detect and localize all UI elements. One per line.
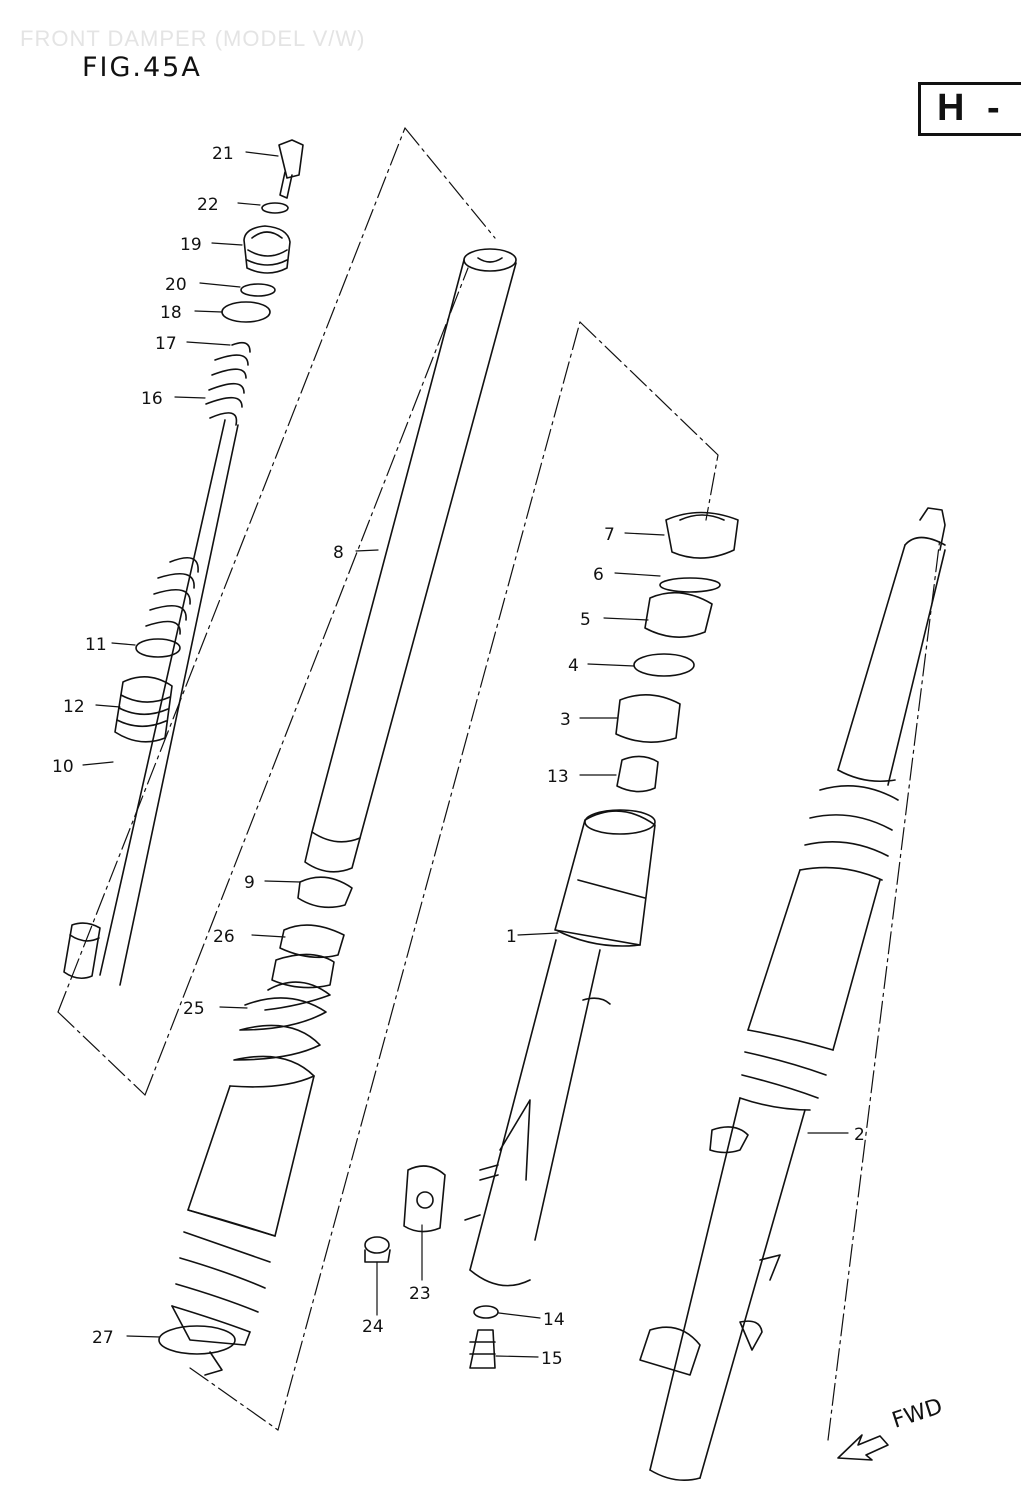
callout-4: 4 (568, 656, 579, 676)
callout-15: 15 (541, 1349, 563, 1369)
callout-27: 27 (92, 1328, 114, 1348)
callout-19: 19 (180, 235, 202, 255)
callout-12: 12 (63, 697, 85, 717)
callout-16: 16 (141, 389, 163, 409)
complete-fork-leg (639, 507, 946, 1481)
damper-rod-assembly (63, 139, 304, 986)
assembly-boundary-lines (57, 127, 941, 1441)
callout-13: 13 (547, 767, 569, 787)
callout-5: 5 (580, 610, 591, 630)
callout-9: 9 (244, 873, 255, 893)
callout-3: 3 (560, 710, 571, 730)
callout-labels: 21 22 19 20 18 17 16 11 12 10 8 9 26 25 … (52, 144, 865, 1369)
callout-10: 10 (52, 757, 74, 777)
callout-24: 24 (362, 1317, 384, 1337)
forward-arrow-icon (837, 1434, 889, 1461)
callout-2: 2 (854, 1125, 865, 1145)
forward-direction-label: FWD (889, 1394, 946, 1434)
callout-26: 26 (213, 927, 235, 947)
inner-tube-assembly (158, 248, 517, 1376)
callout-22: 22 (197, 195, 219, 215)
section-badge: H - (918, 82, 1021, 136)
callout-18: 18 (160, 303, 182, 323)
callout-7: 7 (604, 525, 615, 545)
callout-23: 23 (409, 1284, 431, 1304)
callout-25: 25 (183, 999, 205, 1019)
callout-8: 8 (333, 543, 344, 563)
figure-title: FIG.45A (82, 52, 202, 83)
callout-6: 6 (593, 565, 604, 585)
callout-20: 20 (165, 275, 187, 295)
diagram-subtitle: FRONT DAMPER (MODEL V/W) (20, 26, 366, 51)
callout-21: 21 (212, 144, 234, 164)
callout-11: 11 (85, 635, 107, 655)
callout-leaders (82, 151, 849, 1358)
callout-14: 14 (543, 1310, 565, 1330)
callout-17: 17 (155, 334, 177, 354)
outer-tube-assembly (364, 511, 739, 1369)
callout-1: 1 (506, 927, 517, 947)
